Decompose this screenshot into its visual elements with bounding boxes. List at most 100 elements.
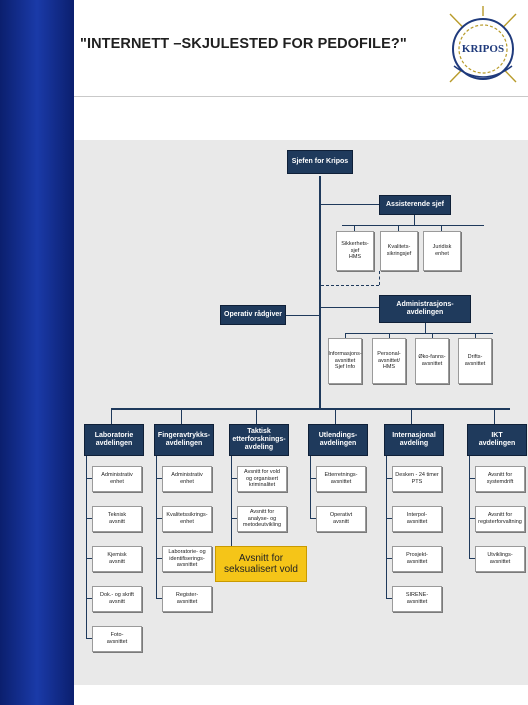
connector-assistant (319, 204, 379, 205)
assistant-unit-box: Sikkerhets- sjef HMS (336, 231, 374, 271)
connector-advisor (286, 315, 319, 316)
assistant-unit-box: Kvalitets- sikringsjef (380, 231, 418, 271)
connector-unit (310, 478, 316, 479)
unit-box: Interpol- avsnittet (392, 506, 442, 532)
unit-box: Avsnitt for vold og organisert kriminali… (237, 466, 287, 492)
connector-dept-column (156, 456, 157, 598)
unit-box-label: Avsnitt for systemdrift (486, 472, 514, 485)
unit-box: Desken - 24 timer PTS (392, 466, 442, 492)
unit-box-label: SIRENE- avsnittet (405, 592, 429, 605)
admin-unit-box-label: Informasjons- avsnittet Sjef Info (328, 351, 362, 371)
unit-box: Kjemisk avsnitt (92, 546, 142, 572)
connector-admin-unit (432, 333, 433, 338)
unit-box-label: Teknisk avsnitt (107, 512, 127, 525)
connector-dept (111, 408, 112, 424)
assistant-unit-box-label: Sikkerhets- sjef HMS (341, 241, 369, 261)
unit-box-label: Kjemisk avsnitt (107, 552, 127, 565)
highlight-unit-box: Avsnitt for seksualisert vold (215, 546, 307, 582)
connector-unit (156, 558, 162, 559)
assistant-unit-box-label: Juridisk enhet (432, 244, 452, 257)
connector-dept (335, 408, 336, 424)
connector-unit (156, 518, 162, 519)
advisor-box: Operativ rådgiver (220, 305, 286, 325)
department-box: Laboratorie avdelingen (84, 424, 144, 456)
connector-unit (156, 598, 162, 599)
unit-box: Etterretnings- avsnittet (316, 466, 366, 492)
unit-box-label: Register- avsnittet (175, 592, 199, 605)
left-accent-bar (0, 0, 74, 705)
unit-box-label: Utviklings- avsnittet (487, 552, 513, 565)
logo-text: KRIPOS (462, 43, 504, 55)
unit-box: SIRENE- avsnittet (392, 586, 442, 612)
connector-unit (86, 478, 92, 479)
highlight-unit-box-label: Avsnitt for seksualisert vold (224, 552, 298, 576)
connector-unit (86, 638, 92, 639)
slide-title: "INTERNETT –SKJULESTED FOR PEDOFILE?" (80, 36, 407, 52)
admin-unit-box-label: Personal- avsnittet/ HMS (377, 351, 401, 371)
connector-unit (469, 558, 475, 559)
connector-assistant-unit (398, 225, 399, 231)
department-box-label: Laboratorie avdelingen (94, 431, 134, 447)
connector-dept (494, 408, 495, 424)
connector-admin-unit (345, 333, 346, 338)
unit-box-label: Administrativ enhet (171, 472, 203, 485)
department-box-label: Internasjonal avdeling (392, 431, 436, 447)
connector-unit (386, 518, 392, 519)
unit-box: Utviklings- avsnittet (475, 546, 525, 572)
connector-unit (469, 518, 475, 519)
unit-box: Teknisk avsnitt (92, 506, 142, 532)
connector-admin-unit (389, 333, 390, 338)
connector-dept-column (386, 456, 387, 598)
admin-box: Administrasjons- avdelingen (379, 295, 471, 323)
unit-box-label: Etterretnings- avsnittet (324, 472, 358, 485)
connector-dept-column (86, 456, 87, 638)
connector-dept-column (310, 456, 311, 518)
department-box-label: Utlendings- avdelingen (318, 431, 358, 447)
assistant-chief-box: Assisterende sjef (379, 195, 451, 215)
connector-dept (181, 408, 182, 424)
assistant-chief-box-label: Assisterende sjef (386, 200, 444, 208)
unit-box-label: Foto- avsnittet (106, 632, 128, 645)
admin-box-label: Administrasjons- avdelingen (396, 300, 454, 316)
connector-admin-bar (345, 333, 493, 334)
assistant-unit-box: Juridisk enhet (423, 231, 461, 271)
connector-assistant-down (414, 215, 415, 225)
connector-admin-down (425, 323, 426, 333)
unit-box: Administrativ enhet (162, 466, 212, 492)
department-box: Fingeravtrykks- avdelingen (154, 424, 214, 456)
unit-box-label: Kvalitetssikrings- enhet (166, 512, 208, 525)
unit-box: Avsnitt for analyse- og metodeutvikling (237, 506, 287, 532)
unit-box-label: Operativt avsnitt (329, 512, 353, 525)
connector-admin-unit (475, 333, 476, 338)
connector-unit (156, 478, 162, 479)
admin-unit-box-label: Øko-fanns- avsnittet (418, 354, 446, 367)
unit-box-label: Prosjekt- avsnittet (406, 552, 428, 565)
connector-spine (319, 176, 321, 408)
connector-admin (319, 307, 379, 308)
unit-box: Prosjekt- avsnittet (392, 546, 442, 572)
assistant-unit-box-label: Kvalitets- sikringsjef (386, 244, 412, 257)
unit-box: Avsnitt for registerforvaltning (475, 506, 525, 532)
department-box: Taktisk etterforsknings- avdeling (229, 424, 289, 456)
connector-assistant-bar (342, 225, 484, 226)
advisor-box-label: Operativ rådgiver (224, 310, 282, 318)
unit-box: Kvalitetssikrings- enhet (162, 506, 212, 532)
unit-box-label: Avsnitt for vold og organisert kriminali… (244, 469, 280, 489)
department-box: IKT avdelingen (467, 424, 527, 456)
dotted-link-vertical (379, 271, 380, 285)
unit-box: Dok.- og skrift avsnitt (92, 586, 142, 612)
connector-unit (386, 558, 392, 559)
department-box: Internasjonal avdeling (384, 424, 444, 456)
admin-unit-box-label: Drifts- avsnittet (464, 354, 486, 367)
connector-unit (86, 518, 92, 519)
unit-box: Laboratorie- og identifiserings- avsnitt… (162, 546, 212, 572)
unit-box-label: Laboratorie- og identifiserings- avsnitt… (168, 549, 206, 569)
unit-box-label: Dok.- og skrift avsnitt (100, 592, 134, 605)
dotted-link-horizontal (321, 285, 379, 286)
department-box-label: IKT avdelingen (478, 431, 516, 447)
unit-box: Operativt avsnitt (316, 506, 366, 532)
unit-box: Administrativ enhet (92, 466, 142, 492)
connector-dept (256, 408, 257, 424)
connector-unit (86, 598, 92, 599)
